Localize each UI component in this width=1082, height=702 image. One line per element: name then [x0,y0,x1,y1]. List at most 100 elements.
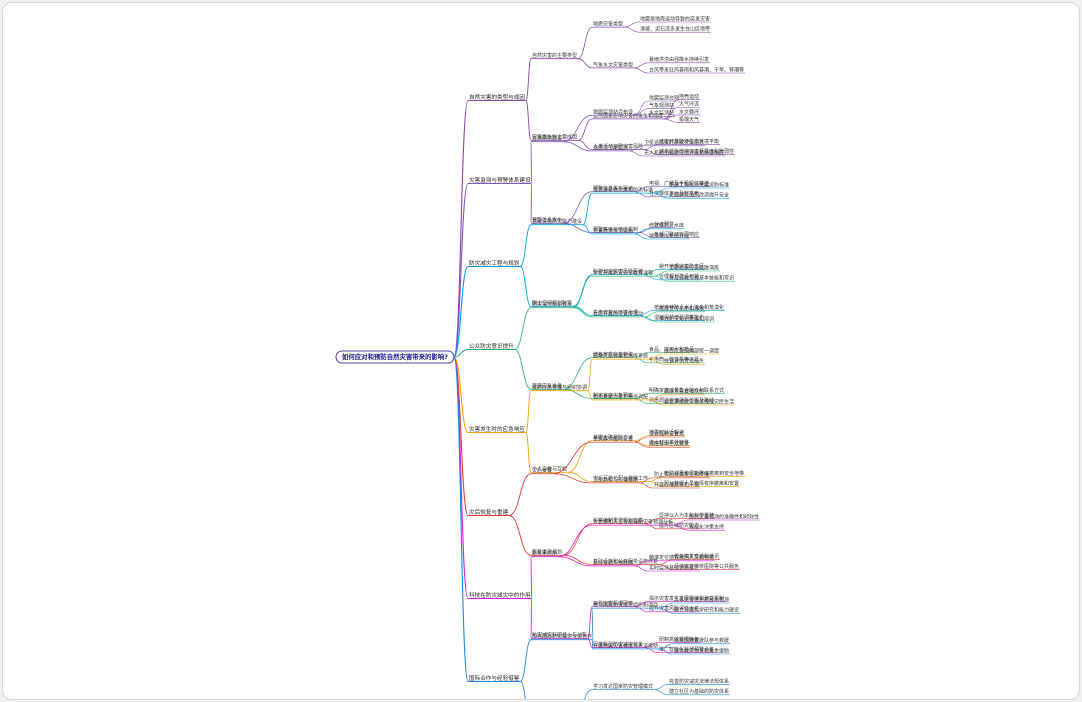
leaf-node[interactable]: 揭示灾害发生发展规律和演变机制 [649,595,724,602]
leaf-node[interactable]: 实时监测基础设施运行 [649,564,699,571]
leaf-node[interactable]: 定期组织应急疏散演练 [669,264,719,271]
detail-node[interactable]: 灾后互助与配合救援工作 [593,475,648,482]
detail-node[interactable]: 启动应急预案和指挥系统 [593,353,648,360]
detail-node[interactable]: 遥感与卫星监测 [593,144,628,151]
subtopic-node[interactable]: 灾害发生的主要成因 [532,134,577,141]
detail-node[interactable]: 提高建筑物抗震和防洪标准 [593,187,653,194]
leaf-node[interactable]: 新建工程执行抗震设防标准 [669,181,729,188]
detail-node[interactable]: 制定家庭应急预案 [593,392,633,399]
detail-node[interactable]: 加强灾害机理研究 [593,600,633,607]
detail-node[interactable]: 科学划定灾害风险区域 [593,268,643,275]
leaf-node[interactable]: 开展心理疏导和干预 [654,481,699,488]
leaf-node[interactable]: 智能化决策支持 [689,524,724,531]
subtopic-node[interactable]: 加强国际防灾减灾交流合作 [532,633,592,640]
leaf-node[interactable]: 台风带来狂风暴雨和风暴潮、干旱、寒潮等 [649,66,744,73]
subtopic-node[interactable]: 自然灾害的主要类型 [532,52,577,59]
leaf-node[interactable]: 避开地质灾害隐患区 [659,263,704,270]
detail-node[interactable]: 大数据和人工智能辅助灾害预测分析 [593,519,673,526]
leaf-node[interactable]: 尽快恢复学校医院等公共服务 [674,563,739,570]
detail-node[interactable]: 气象水文灾害类型 [593,61,633,68]
leaf-node[interactable]: 卫星遥感实时获取灾情信息 [644,139,704,146]
detail-node[interactable]: 受灾群众临时安置 [593,436,633,443]
leaf-node[interactable]: 水文监测站 [649,110,674,117]
leaf-node[interactable]: 城市扩张增加灾害暴露度和脆弱性 [659,148,734,155]
detail-node[interactable]: 完善防洪排涝设施 [593,227,633,234]
leaf-node[interactable]: 成立应急指挥部统一调度 [664,347,719,354]
detail-node[interactable]: 组织救援力量和物资调配 [593,393,648,400]
leaf-node[interactable]: 派遣国际救援队参与救援 [674,637,729,644]
leaf-node[interactable]: 保障基本生活需求 [649,441,689,448]
leaf-node[interactable]: 推广智能化监测预警设备 [659,646,714,653]
leaf-node[interactable]: 合理规划建设用地 [659,273,699,280]
leaf-node[interactable]: 举办防灾知识讲座和培训 [659,315,714,322]
subtopic-node[interactable]: 国土空间规划防灾 [532,300,572,307]
detail-node[interactable]: 储备家庭应急物资 [593,351,633,358]
subtopic-node[interactable]: 新技术应用 [532,550,557,557]
detail-node[interactable]: 开展跨国灾害救援与人道援助 [593,642,658,649]
leaf-node[interactable]: 植树造林防止水土流失和荒漠化 [654,304,724,311]
leaf-node[interactable]: 地震监测台网 [649,94,679,101]
detail-node[interactable]: 参与国际防灾减灾组织和项目 [593,602,658,609]
detail-node[interactable]: 人类活动加剧灾害风险 [593,143,643,150]
subtopic-node[interactable]: 家庭应急准备 [532,383,562,390]
branch-node-8[interactable]: 国际合作与经验借鉴 [469,674,520,682]
leaf-node[interactable]: 老旧建筑加固改造提升安全 [669,192,729,199]
detail-node[interactable]: 地面监测站点布设 [593,109,633,116]
detail-node[interactable]: 自然因素影响灾害的发生和强度 [593,112,663,119]
detail-node[interactable]: 预警等级与响应机制 [593,226,638,233]
leaf-node[interactable]: 熟悉周边避难场所位置及路线 [649,397,714,404]
leaf-node[interactable]: 精准定位搜救被困人员和物资 [649,554,714,561]
leaf-node[interactable]: 紧急调拨救灾物资保障灾民生活 [664,398,734,405]
leaf-node[interactable]: 地震时就近躲避 [649,429,684,436]
leaf-node[interactable]: 明确家庭成员集合地点和联系方式 [649,387,724,394]
detail-node[interactable]: 卫生防疫与心理援助 [593,476,638,483]
detail-node[interactable]: 地质灾害类型 [593,21,623,28]
detail-node[interactable]: 基础设施和公共服务设施修复 [593,558,658,565]
leaf-node[interactable]: 发放宣传手册和海报 [659,305,704,312]
leaf-node[interactable]: 普及自救互救基本技能和常识 [669,275,734,282]
leaf-node[interactable]: 完善防灾减灾法律法规体系 [669,678,729,685]
leaf-node[interactable]: 修建堤防、水库 [649,222,684,229]
branch-node-1[interactable]: 自然灾害的类型与成因 [469,93,525,101]
leaf-node[interactable]: 城市排水系统升级 [649,232,689,239]
subtopic-node[interactable]: 政府应急管理与组织协调 [532,384,587,391]
leaf-node[interactable]: 极端天气 [679,116,699,123]
detail-node[interactable]: 研发新型防灾减灾装备 [593,641,643,648]
leaf-node[interactable]: 分级预警 [654,221,674,228]
subtopic-node[interactable]: 监测网络建设 [532,135,562,142]
leaf-node[interactable]: 湿地保护增强调蓄能力 [654,314,704,321]
subtopic-node[interactable]: 防灾减灾科研投入与创新 [532,632,587,639]
detail-node[interactable]: 生态修复与环境治理 [593,309,638,316]
leaf-node[interactable]: 共享灾害信息和技术资源 [674,596,729,603]
subtopic-node[interactable]: 基础设施防灾能力建设 [532,218,582,225]
leaf-node[interactable]: 地壳运动 [679,93,699,100]
branch-node-7[interactable]: 科技在防灾减灾中的作用 [469,591,531,599]
leaf-node[interactable]: 提升灾害风险评估水平 [649,605,699,612]
detail-node[interactable]: 预警信息发布渠道 [593,185,633,192]
branch-node-3[interactable]: 防灾减灾工程与规划 [469,259,520,267]
detail-node[interactable]: 学习发达国家防灾管理模式 [593,683,653,690]
leaf-node[interactable]: 大气环流 [679,101,699,108]
detail-node[interactable]: 社区开展防灾宣传活动 [593,310,643,317]
subtopic-node[interactable]: 灾后安置 [532,467,552,474]
detail-node[interactable]: 学校开展防灾安全教育课程 [593,270,653,277]
leaf-node[interactable]: 滑坡、泥石流多发生在山区地带 [640,26,710,33]
detail-node[interactable]: 北斗导航与物联网 [593,559,633,566]
subtopic-node[interactable]: 恢复重建规划 [532,549,562,556]
branch-node-5[interactable]: 灾害发生时的应急响应 [469,425,525,433]
leaf-node[interactable]: 联合开展科学研究和能力建设 [674,607,739,614]
leaf-node[interactable]: 过度开发破坏生态环境平衡 [659,138,719,145]
leaf-node[interactable]: 调派专业救援队伍 [664,388,704,395]
branch-node-6[interactable]: 灾后恢复与重建 [469,508,509,516]
leaf-node[interactable]: 快速评估灾情损失 [664,358,704,365]
leaf-node[interactable]: 帮助邻里和弱势群体撤离到安全地带 [664,470,744,477]
leaf-node[interactable]: 设立临时安置点 [649,430,684,437]
leaf-node[interactable]: 暴雨洪涝由强降水持续引发 [649,56,709,63]
branch-node-4[interactable]: 公众防灾意识提升 [469,342,514,350]
leaf-node[interactable]: 服从救援人员指挥有序撤离和安置 [664,480,739,487]
leaf-node[interactable]: 气象观测站 [649,102,674,109]
leaf-node[interactable]: 研制高效救援装备 [659,636,699,643]
leaf-node[interactable]: 无人机航拍辅助灾情评估和快速响应 [644,149,724,156]
leaf-node[interactable]: 食品、饮用水和药品 [649,346,694,353]
root-node-label[interactable]: 如何应对和预防自然灾害带来的影响? [342,352,448,361]
